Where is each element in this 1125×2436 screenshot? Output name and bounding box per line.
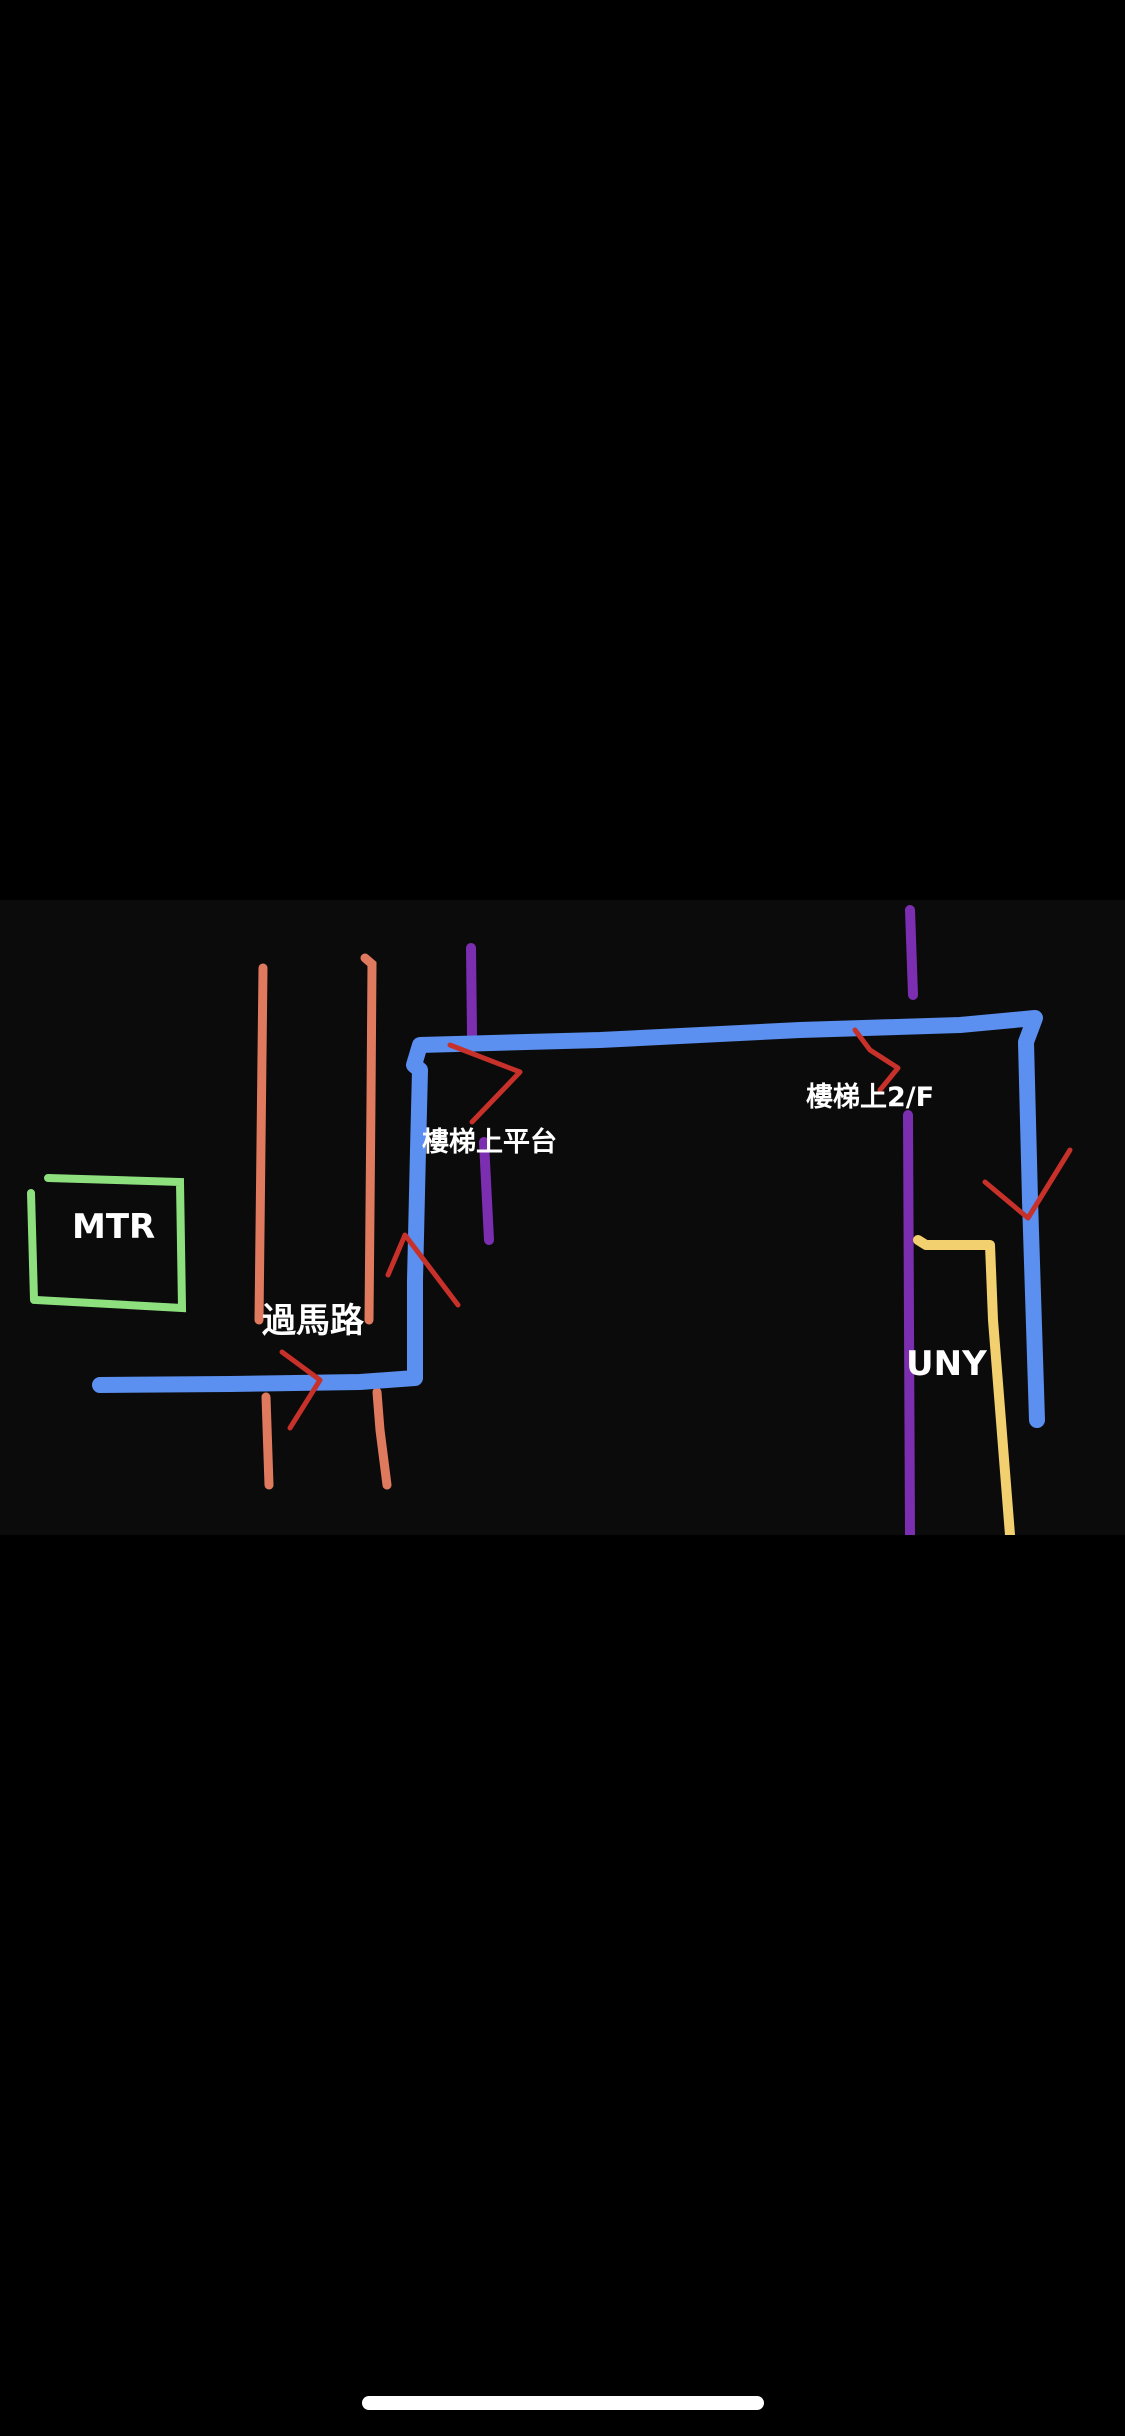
stairs-platform-label: 樓梯上平台 xyxy=(422,1126,557,1158)
stairs-2f-label: 樓梯上2/F xyxy=(806,1082,934,1113)
building-edges xyxy=(466,905,918,1535)
road-lines xyxy=(254,953,392,1490)
route-map: MTR 過馬路 樓梯上平台 樓梯上2/F UNY xyxy=(0,900,1125,1535)
uny-wall xyxy=(913,1235,1015,1535)
building-edge-platform-top xyxy=(466,943,477,1040)
home-indicator[interactable] xyxy=(362,2396,764,2410)
walking-route xyxy=(92,1010,1045,1428)
building-edge-2f-bottom xyxy=(903,1110,915,1535)
road-line-left-lower xyxy=(261,1392,274,1490)
mtr-label: MTR xyxy=(72,1207,155,1247)
building-edge-platform-bottom xyxy=(479,1137,494,1245)
direction-arrows xyxy=(279,1027,1073,1431)
route-map-drawing: MTR 過馬路 樓梯上平台 樓梯上2/F UNY xyxy=(27,905,1073,1535)
road-line-right-upper xyxy=(360,953,377,1325)
road-line-left-upper xyxy=(254,963,268,1325)
direction-arrow-platform xyxy=(447,1042,523,1125)
uny-label: UNY xyxy=(906,1344,987,1384)
mtr-box xyxy=(27,1174,187,1313)
direction-arrow-cross-road xyxy=(279,1349,323,1431)
direction-arrow-up-road xyxy=(385,1232,461,1308)
building-edge-2f-top xyxy=(905,905,918,1000)
cross-road-label: 過馬路 xyxy=(262,1301,365,1341)
direction-arrow-right-turn xyxy=(982,1147,1073,1221)
direction-arrow-2f xyxy=(852,1027,901,1093)
road-line-right-lower xyxy=(372,1387,392,1490)
